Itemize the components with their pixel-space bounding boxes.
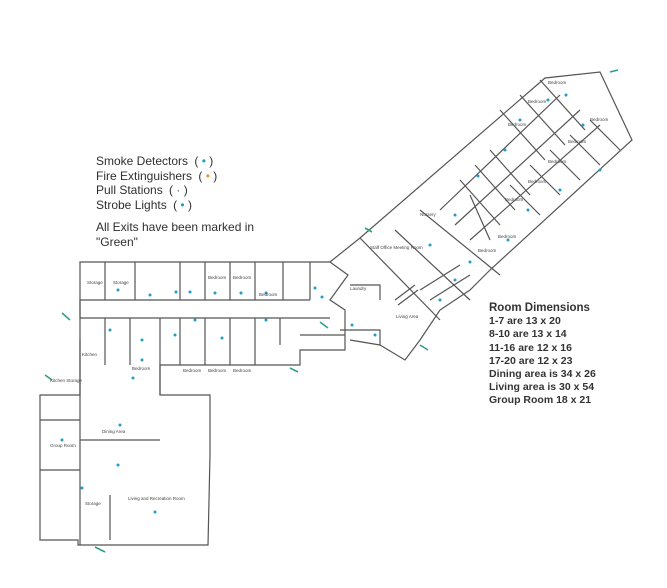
room-label-bedroom-7: Bedroom — [233, 368, 252, 373]
legend-strobe-label: Strobe Lights — [96, 197, 167, 212]
fire-dot-icon: • — [202, 168, 214, 183]
room-label-bedroom-9: Bedroom — [528, 99, 547, 104]
exits-note: All Exits have been marked in "Green" — [96, 220, 255, 249]
legend-strobe: Strobe Lights ( • ) — [96, 197, 192, 212]
detector-points — [60, 93, 602, 514]
room-label-dining-area: Dining Area — [102, 429, 126, 434]
dimension-line: Group Room 18 x 21 — [489, 394, 592, 407]
room-label-bedroom-10: Bedroom — [508, 122, 527, 127]
room-label-group-room: Group Room — [50, 443, 76, 448]
room-label-bedroom-4: Bedroom — [132, 366, 151, 371]
room-label-bedroom-15: Bedroom — [505, 197, 524, 202]
legend-pull: Pull Stations ( · ) — [96, 183, 188, 197]
room-label-storage-2: Storage — [113, 280, 129, 285]
walls — [39, 71, 633, 546]
room-label-bedroom-12: Bedroom — [568, 139, 587, 144]
room-label-storage: Storage — [87, 280, 103, 285]
pull-dot-icon: · — [173, 183, 184, 197]
smoke-dot-icon: • — [198, 154, 210, 168]
legend-fire-label: Fire Extinguishers — [96, 168, 193, 183]
room-label-bedroom-6: Bedroom — [208, 368, 227, 373]
legend-pull-label: Pull Stations — [96, 183, 163, 197]
legend-fire: Fire Extinguishers ( • ) — [96, 168, 218, 183]
dimension-line: 11-16 are 12 x 16 — [489, 341, 572, 354]
room-dimensions: Room Dimensions 1-7 are 13 x 20 8-10 are… — [489, 302, 596, 408]
room-label-bedroom-11: Bedroom — [590, 117, 609, 122]
room-label-bedroom-16: Bedroom — [498, 234, 517, 239]
legend-smoke-label: Smoke Detectors — [96, 154, 189, 168]
room-label-bedroom-2: Bedroom — [233, 275, 252, 280]
room-label-bedroom-1: Bedroom — [208, 275, 227, 280]
room-label-bedroom-13: Bedroom — [548, 159, 567, 164]
room-label-bedroom-14: Bedroom — [528, 179, 547, 184]
dimensions-heading: Room Dimensions — [489, 302, 590, 314]
strobe-dot-icon: • — [177, 197, 188, 212]
dimension-line: Dining area is 34 x 26 — [489, 368, 596, 381]
room-label-bedroom-5: Bedroom — [183, 368, 202, 373]
room-label-bedroom-8: Bedroom — [548, 80, 567, 85]
dimension-line: 8-10 are 13 x 14 — [489, 328, 567, 341]
dimension-line: Living area is 30 x 54 — [489, 381, 595, 394]
room-label-staff-office: Staff Office Meeting Room — [370, 245, 423, 250]
room-label-living-area: Living Area — [396, 314, 419, 319]
room-label-bedroom-3: Bedroom — [259, 292, 278, 297]
exit-markers — [44, 69, 619, 553]
room-label-living-recreation: Living and Recreation Room — [128, 496, 185, 501]
legend: Smoke Detectors ( • ) Fire Extinguishers… — [96, 154, 220, 212]
legend-smoke: Smoke Detectors ( • ) — [96, 154, 214, 168]
room-label-kitchen: Kitchen — [82, 352, 98, 357]
room-label-kitchen-storage: Kitchen Storage — [50, 378, 83, 383]
dimension-line: 1-7 are 13 x 20 — [489, 315, 561, 328]
room-label-storage-3: Storage — [85, 501, 101, 506]
room-label-bedroom-17: Bedroom — [478, 248, 497, 253]
room-label-nursery: Nursery — [420, 212, 437, 217]
dimension-line: 17-20 are 12 x 23 — [489, 354, 573, 367]
room-label-laundry: Laundry — [350, 286, 367, 291]
